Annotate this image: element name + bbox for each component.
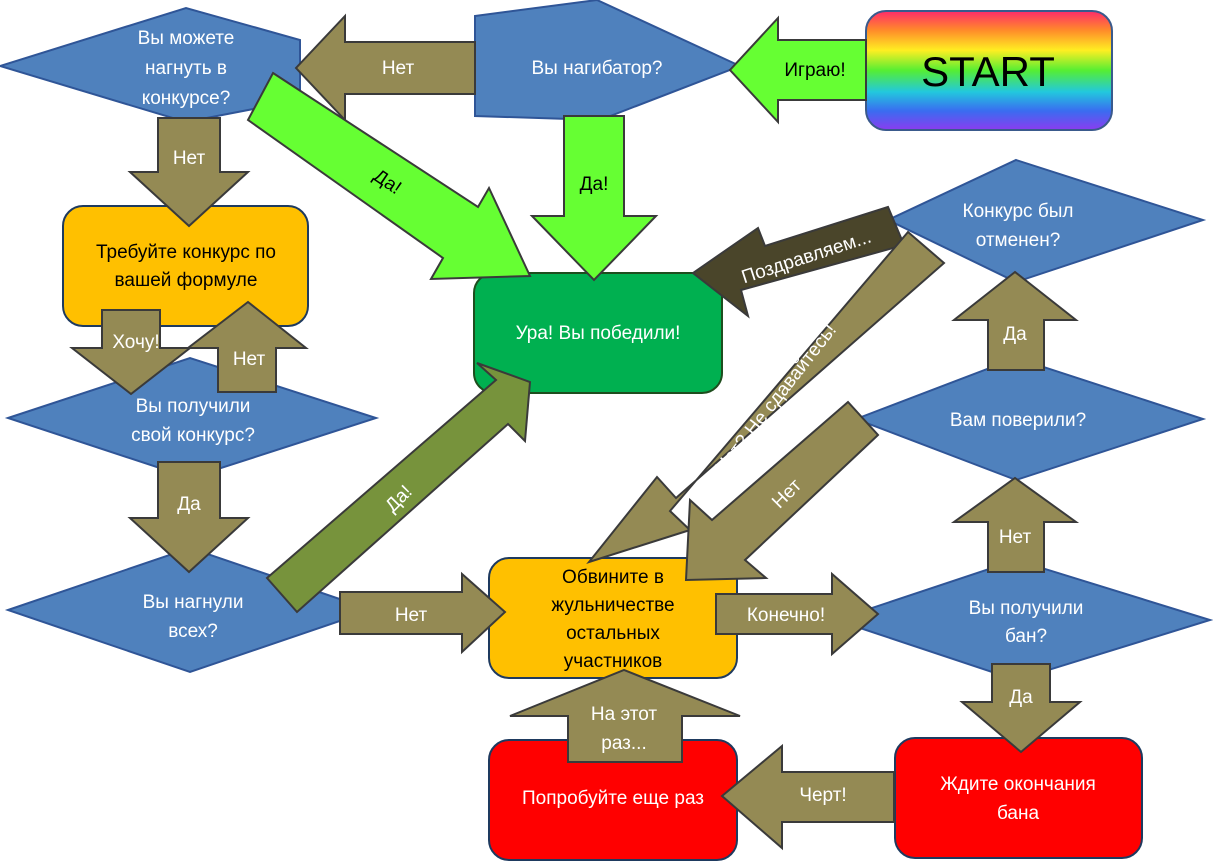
- decision-contest-line: конкурсе?: [142, 88, 231, 109]
- box-wait-ban: [894, 737, 1143, 859]
- start-label: START: [921, 48, 1055, 95]
- decision-banned-line: Вы получили: [969, 598, 1084, 619]
- arrow-this-time-line: раз...: [601, 733, 646, 754]
- decision-contest-line: Вы можете: [138, 28, 235, 49]
- box-demand-text: Требуйте конкурс по вашей формуле: [96, 242, 276, 291]
- arrow-of-course-label: Конечно!: [747, 605, 825, 626]
- decision-banned-text: Вы получили бан?: [969, 598, 1084, 647]
- arrow-want-label: Хочу!: [112, 332, 159, 353]
- arrow-banned-yes: [959, 663, 1083, 754]
- box-demand-line: вашей формуле: [115, 270, 258, 291]
- arrow-banned-no-label: Нет: [999, 527, 1032, 548]
- decision-nagibator-text: Вы нагибатор?: [532, 58, 663, 79]
- decision-cancelled-line: отменен?: [976, 230, 1061, 251]
- arrow-contest-yes: [246, 71, 532, 281]
- box-accuse-text: Обвините в жульничестве остальных участн…: [551, 567, 674, 672]
- arrow-damn: [720, 743, 895, 851]
- arrow-banned-yes-label: Да: [1009, 687, 1033, 708]
- decision-got-line: свой конкурс?: [131, 425, 255, 446]
- box-demand-line: Требуйте конкурс по: [96, 242, 276, 263]
- decision-banned: [832, 558, 1213, 682]
- box-wait-ban-text: Ждите окончания бана: [940, 774, 1096, 824]
- arrow-play: [728, 15, 867, 125]
- decision-nagibator-line: Вы нагибатор?: [532, 58, 663, 79]
- arrow-got-yes: [127, 461, 251, 574]
- decision-got-contest-text: Вы получили свой конкурс?: [131, 396, 255, 446]
- arrow-bent-no: [339, 571, 507, 655]
- arrow-contest-no-label: Нет: [173, 148, 206, 169]
- arrow-nagibator-yes-label: Да!: [580, 174, 609, 195]
- box-accuse-line: остальных: [566, 623, 660, 644]
- arrow-congrats: [691, 205, 906, 319]
- decision-contest-line: нагнуть в: [145, 58, 227, 79]
- decision-bent-all-text: Вы нагнули всех?: [143, 592, 244, 642]
- arrow-got-no-label: Нет: [233, 349, 266, 370]
- box-accuse-line: участников: [564, 651, 662, 672]
- decision-banned-line: бан?: [1005, 626, 1047, 647]
- decision-cancelled-text: Конкурс был отменен?: [963, 201, 1074, 251]
- box-wait-line: Ждите окончания: [940, 774, 1096, 795]
- decision-got-contest: [4, 356, 380, 480]
- decision-bent-line: всех?: [168, 621, 218, 642]
- arrow-banned-no: [950, 476, 1080, 573]
- arrow-of-course: [715, 571, 880, 657]
- arrow-bent-no-label: Нет: [395, 605, 428, 626]
- decision-believed-text: Вам поверили?: [950, 410, 1086, 431]
- decision-believed: [853, 356, 1207, 482]
- decision-nagibator: [474, 0, 743, 122]
- arrow-this-time: [509, 668, 741, 763]
- arrow-nagibator-yes: [529, 115, 659, 282]
- box-try-again-text: Попробуйте еще раз: [522, 788, 704, 809]
- box-accuse-line: Обвините в: [562, 567, 664, 588]
- arrow-play-label: Играю!: [784, 60, 845, 81]
- box-wait-line: бана: [997, 803, 1040, 824]
- decision-cancelled-line: Конкурс был: [963, 201, 1074, 222]
- box-win-text: Ура! Вы победили!: [516, 323, 681, 344]
- decision-got-line: Вы получили: [136, 396, 251, 417]
- arrow-got-yes-label: Да: [177, 494, 201, 515]
- arrow-damn-label: Черт!: [799, 785, 846, 806]
- arrow-bent-yes: [265, 362, 532, 614]
- arrow-nagibator-no-label: Нет: [382, 58, 415, 79]
- arrow-this-time-text: На этот раз...: [591, 704, 657, 754]
- arrow-believed-yes-label: Да: [1003, 324, 1027, 345]
- arrow-dont-give-up: [586, 230, 946, 564]
- arrow-believed-no: [684, 400, 880, 582]
- decision-cancelled: [885, 158, 1207, 284]
- arrow-contest-no: [127, 117, 251, 228]
- arrow-got-no: [185, 300, 309, 393]
- arrow-want: [69, 309, 193, 396]
- arrow-believed-yes: [951, 270, 1079, 371]
- decision-contest-text: Вы можете нагнуть в конкурсе?: [138, 28, 235, 109]
- decision-bent-line: Вы нагнули: [143, 592, 244, 613]
- arrow-this-time-line: На этот: [591, 704, 657, 725]
- box-accuse-line: жульничестве: [551, 595, 674, 616]
- arrow-nagibator-no: [294, 13, 476, 123]
